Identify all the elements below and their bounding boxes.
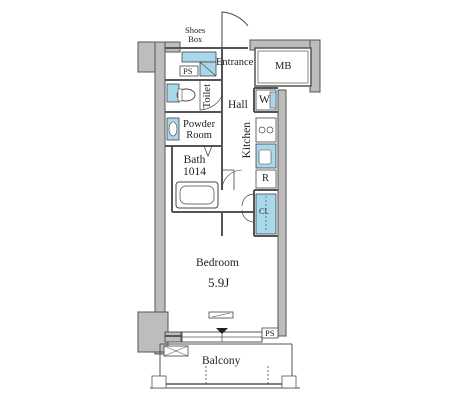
bedroom-label: Bedroom: [196, 257, 239, 269]
shoes-box: [181, 51, 217, 63]
kitchen-sink: [255, 143, 277, 169]
closet-label: Cl.: [259, 206, 270, 216]
toilet-label: Toilet: [202, 84, 213, 109]
exterior-walls: [137, 39, 321, 355]
refrigerator-label: R: [262, 173, 270, 184]
kitchen-label: Kitchen: [241, 122, 253, 159]
hall-label: Hall: [228, 99, 248, 111]
balcony-outline: [150, 343, 300, 389]
shoes-box-label: Shoes Box: [185, 25, 206, 44]
bath-label: Bath 1014: [183, 154, 206, 178]
powder-room-label: Powder Room: [183, 119, 216, 141]
bathtub: [175, 181, 219, 209]
toilet-door: [199, 80, 223, 111]
mb-label: MB: [275, 61, 292, 72]
ps-entrance-box: [179, 65, 199, 77]
refrigerator-space: [255, 169, 277, 189]
ps-balcony-label: PS: [265, 328, 275, 338]
bedroom-size-label: 5.9J: [208, 275, 230, 290]
entrance-label: Entrance: [216, 57, 254, 68]
washer-label: W: [259, 94, 270, 106]
closet-doors: [241, 193, 255, 223]
bath-door: [222, 169, 235, 190]
balcony-outdoor-unit: [163, 345, 189, 357]
ps-balcony-box: [261, 327, 279, 339]
meter-box: [254, 47, 312, 87]
balcony-label: Balcony: [202, 355, 241, 367]
interior-walls: [165, 47, 278, 237]
window-marker-icon: [216, 328, 228, 334]
powder-room-door: [203, 145, 213, 158]
ps-entrance-label: PS: [183, 66, 193, 76]
powder-sink: [166, 117, 180, 141]
toilet-fixture: [166, 83, 196, 103]
kitchen-stove: [255, 117, 277, 143]
entrance-door: [221, 11, 249, 48]
